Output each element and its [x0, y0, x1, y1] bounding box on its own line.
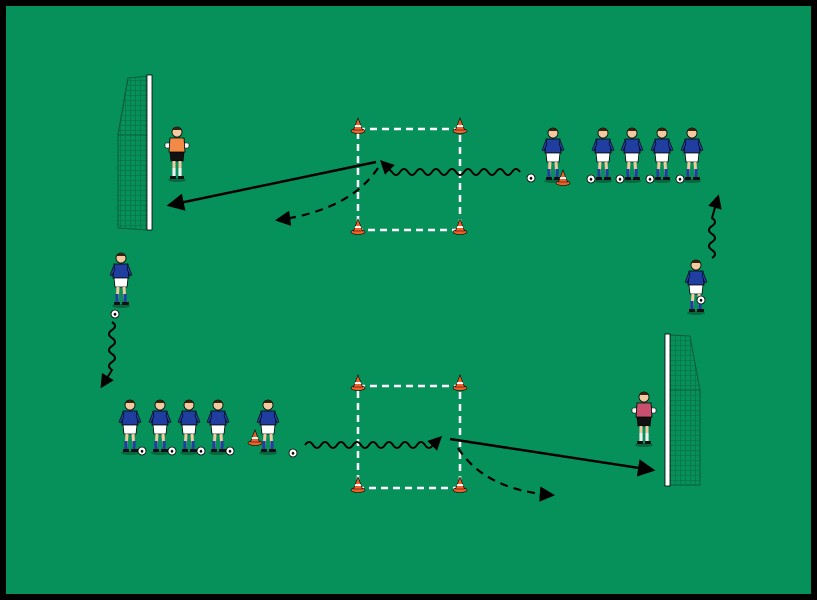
run-arrow — [274, 167, 379, 226]
ball-icon — [586, 174, 596, 184]
dribble-arrow — [100, 321, 116, 389]
ball-icon — [167, 446, 177, 456]
ball-icon — [137, 446, 147, 456]
ball-icon — [645, 174, 655, 184]
bottom-zone — [350, 374, 468, 493]
ball-icon — [526, 173, 536, 183]
top-zone — [350, 117, 468, 235]
dribble-arrow — [304, 436, 442, 451]
pass-arrow — [449, 437, 656, 477]
dribble-arrow — [380, 160, 521, 176]
goal-icon — [117, 74, 153, 231]
ball-icon — [225, 446, 235, 456]
ball-icon — [675, 174, 685, 184]
dribble-arrow — [708, 194, 722, 259]
ball-icon — [615, 174, 625, 184]
goalkeeper-icon — [163, 125, 191, 184]
pass-arrow — [166, 160, 377, 211]
goal-icon — [664, 333, 701, 487]
ball-icon — [696, 295, 706, 305]
goalkeeper-icon — [630, 390, 658, 449]
ball-icon — [196, 446, 206, 456]
ball-icon — [288, 448, 298, 458]
ball-icon — [110, 309, 120, 319]
